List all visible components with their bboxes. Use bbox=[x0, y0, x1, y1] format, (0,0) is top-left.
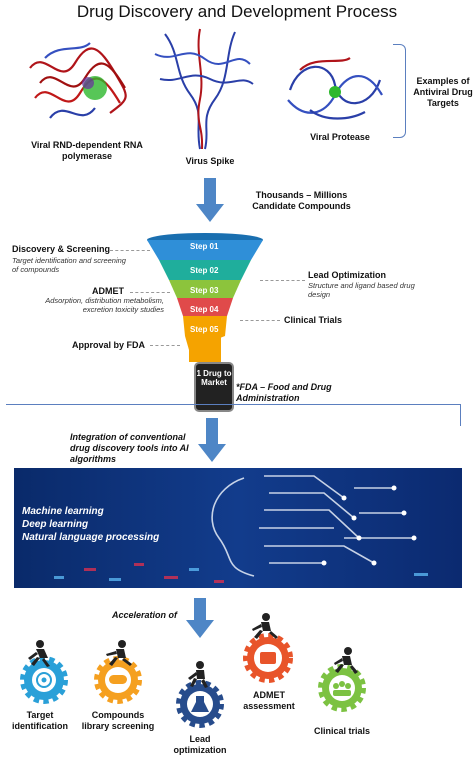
gear-admet-icon bbox=[243, 613, 293, 683]
discovery-connector bbox=[110, 250, 150, 251]
gear-lead-icon bbox=[176, 661, 224, 728]
section-divider bbox=[6, 404, 461, 405]
protease-structure-image bbox=[287, 57, 383, 120]
admet-connector bbox=[130, 292, 170, 293]
spike-structure-image bbox=[154, 28, 254, 150]
gear-clinical-icon bbox=[318, 647, 366, 712]
bottle-label: 1 Drug to Market bbox=[196, 369, 232, 387]
gear-label-admet: ADMET assessment bbox=[243, 690, 295, 711]
approval-connector bbox=[150, 345, 180, 346]
funnel-step-3: Step 03 bbox=[190, 286, 219, 295]
ai-item-1: Machine learning bbox=[22, 506, 104, 517]
funnel-graphic bbox=[147, 233, 263, 362]
approval-label: Approval by FDA bbox=[72, 340, 146, 350]
rdrp-label: Viral RND-dependent RNA polymerase bbox=[31, 140, 143, 161]
funnel-step-4: Step 04 bbox=[190, 305, 219, 314]
section-divider-right bbox=[460, 404, 461, 426]
gear-label-library: Compounds library screening bbox=[81, 710, 155, 731]
funnel-step-1: Step 01 bbox=[190, 242, 219, 251]
clinical-connector bbox=[240, 320, 280, 321]
lead-title: Lead Optimization bbox=[308, 270, 387, 280]
down-arrow-icon bbox=[186, 598, 214, 638]
lead-connector bbox=[260, 280, 305, 281]
ai-banner-image bbox=[14, 468, 462, 588]
targets-bracket bbox=[393, 44, 406, 138]
gear-label-lead: Lead optimization bbox=[173, 734, 227, 755]
admet-sub: Adsorption, distribution metabolism, exc… bbox=[45, 296, 164, 314]
discovery-sub: Target identification and screening of c… bbox=[12, 256, 126, 274]
acceleration-label: Acceleration of bbox=[112, 610, 178, 620]
discovery-title: Discovery & Screening bbox=[12, 244, 111, 254]
fda-note: *FDA – Food and Drug Administration bbox=[236, 382, 332, 403]
spike-label: Virus Spike bbox=[185, 156, 235, 166]
lead-sub: Structure and ligand based drug design bbox=[308, 281, 415, 299]
admet-title: ADMET bbox=[92, 286, 124, 296]
gear-target-icon bbox=[20, 640, 68, 704]
clinical-label: Clinical Trials bbox=[284, 315, 343, 325]
rdrp-structure-image bbox=[29, 42, 127, 119]
down-arrow-icon bbox=[198, 418, 226, 462]
antiviral-targets-label: Examples of Antiviral Drug Targets bbox=[413, 76, 473, 108]
gear-label-clinical: Clinical trials bbox=[313, 726, 371, 736]
ai-item-list: Machine learning Deep learning Natural l… bbox=[22, 505, 159, 544]
ai-item-2: Deep learning bbox=[22, 519, 89, 530]
gear-label-target: Target identification bbox=[12, 710, 68, 731]
gear-library-icon bbox=[94, 640, 142, 704]
drug-bottle: 1 Drug to Market bbox=[194, 362, 234, 412]
page-title: Drug Discovery and Development Process bbox=[76, 2, 398, 21]
protease-label: Viral Protease bbox=[310, 132, 370, 142]
candidate-compounds-label: Thousands – Millions Candidate Compounds bbox=[252, 190, 351, 211]
integration-label: Integration of conventional drug discove… bbox=[70, 432, 189, 464]
funnel-step-5: Step 05 bbox=[190, 325, 219, 334]
down-arrow-icon bbox=[196, 178, 224, 222]
ai-item-3: Natural language processing bbox=[22, 532, 160, 543]
funnel-step-2: Step 02 bbox=[190, 266, 219, 275]
